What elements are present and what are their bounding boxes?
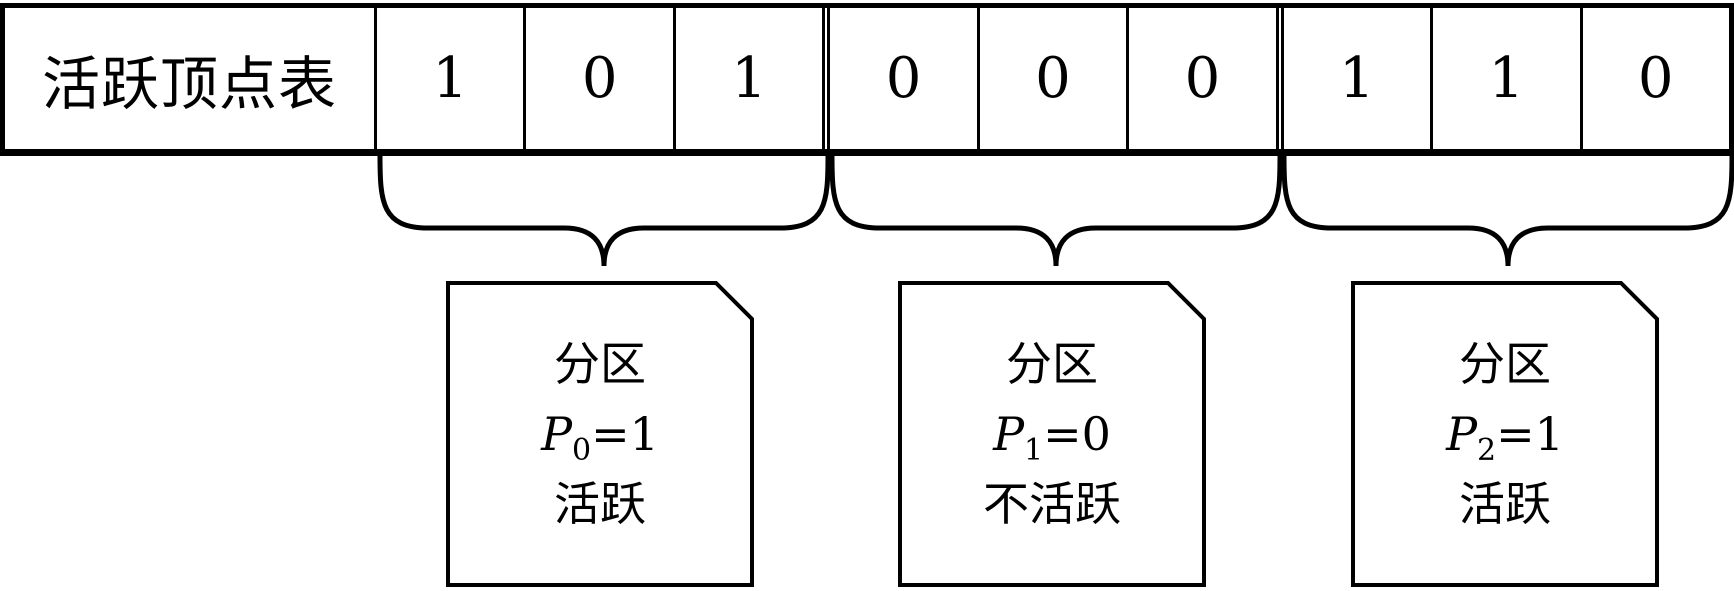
- bit-cell-4: 0: [976, 8, 1126, 149]
- callout-box-0: [446, 281, 754, 587]
- bit-cell-5: 0: [1126, 8, 1275, 149]
- bit-cell-1: 0: [523, 8, 672, 149]
- bit-cell-7: 1: [1430, 8, 1579, 149]
- bit-cell-6: 1: [1275, 8, 1430, 149]
- partition-formula: P0=1: [541, 407, 659, 468]
- callout-box-1: [898, 281, 1206, 587]
- partition-status: 不活跃: [983, 477, 1121, 531]
- partition-callout-1: 分区 P1=0 不活跃: [900, 285, 1204, 583]
- partition-callout-2: 分区 P2=1 活跃: [1353, 285, 1657, 583]
- bit-cell-8: 0: [1579, 8, 1729, 149]
- partition-status: 活跃: [1459, 477, 1551, 531]
- partition-formula: P2=1: [1446, 407, 1564, 468]
- callout-box-2: [1351, 281, 1659, 587]
- bit-cell-3: 0: [822, 8, 976, 149]
- active-vertex-table: 活跃顶点表 1 0 1 0 0 0 1 1 0: [0, 3, 1734, 156]
- brace-partition-0: [377, 155, 831, 267]
- partition-title: 分区: [1006, 337, 1098, 391]
- bit-cell-2: 1: [672, 8, 822, 149]
- partition-formula: P1=0: [993, 407, 1111, 468]
- partition-title: 分区: [1459, 337, 1551, 391]
- bit-cell-0: 1: [432, 46, 469, 111]
- row-label-cell: 活跃顶点表: [5, 8, 377, 149]
- partition-status: 活跃: [554, 477, 646, 531]
- brace-partition-2: [1281, 155, 1734, 267]
- partition-callout-0: 分区 P0=1 活跃: [448, 285, 752, 583]
- partition-title: 分区: [554, 337, 646, 391]
- brace-partition-1: [829, 155, 1283, 267]
